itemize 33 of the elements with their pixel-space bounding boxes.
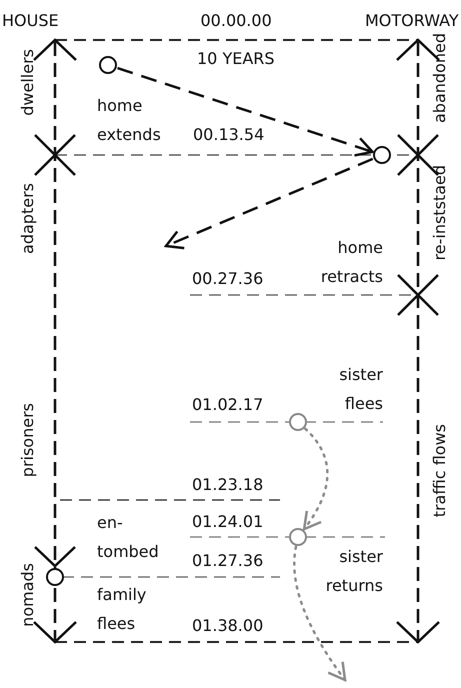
arrow (117, 66, 374, 157)
event-circle (373, 146, 391, 164)
phase-label: abandoned (430, 33, 450, 123)
timestamp-label: 00.13.54 (193, 124, 264, 146)
arrow (302, 428, 329, 530)
phase-label: prisoners (18, 403, 38, 478)
phase-label: adapters (18, 182, 38, 254)
event-circle (99, 56, 117, 74)
timestamp-label: 01.24.01 (192, 511, 264, 533)
phase-label: dwellers (18, 48, 38, 116)
axis-title: MOTORWAY (365, 10, 459, 32)
event-label: home retracts (320, 237, 383, 288)
phase-label: re-inststaed (430, 164, 450, 260)
event-circle (46, 568, 64, 586)
arrow (164, 158, 374, 250)
event-label: family flees (97, 584, 148, 635)
timestamp-label: 00.27.36 (192, 268, 264, 290)
timestamp-label: 01.38.00 (192, 615, 264, 637)
timestamp-label: 00.00.00 (200, 10, 272, 32)
timestamp-label: 01.23.18 (192, 474, 264, 496)
event-label: en- tombed (97, 512, 159, 563)
event-label: home extends (97, 95, 162, 146)
phase-label: nomads (18, 563, 38, 627)
phase-label: traffic flows (430, 424, 450, 517)
axis-title: HOUSE (2, 10, 59, 32)
event-circle (289, 528, 307, 546)
event-circle (289, 413, 307, 431)
timestamp-label: 01.27.36 (192, 550, 264, 572)
timestamp-label: 01.02.17 (192, 394, 264, 416)
arrow (293, 546, 346, 682)
event-label: sister flees (338, 364, 383, 415)
duration-label: 10 YEARS (197, 48, 275, 70)
event-label: sister returns (324, 546, 383, 597)
